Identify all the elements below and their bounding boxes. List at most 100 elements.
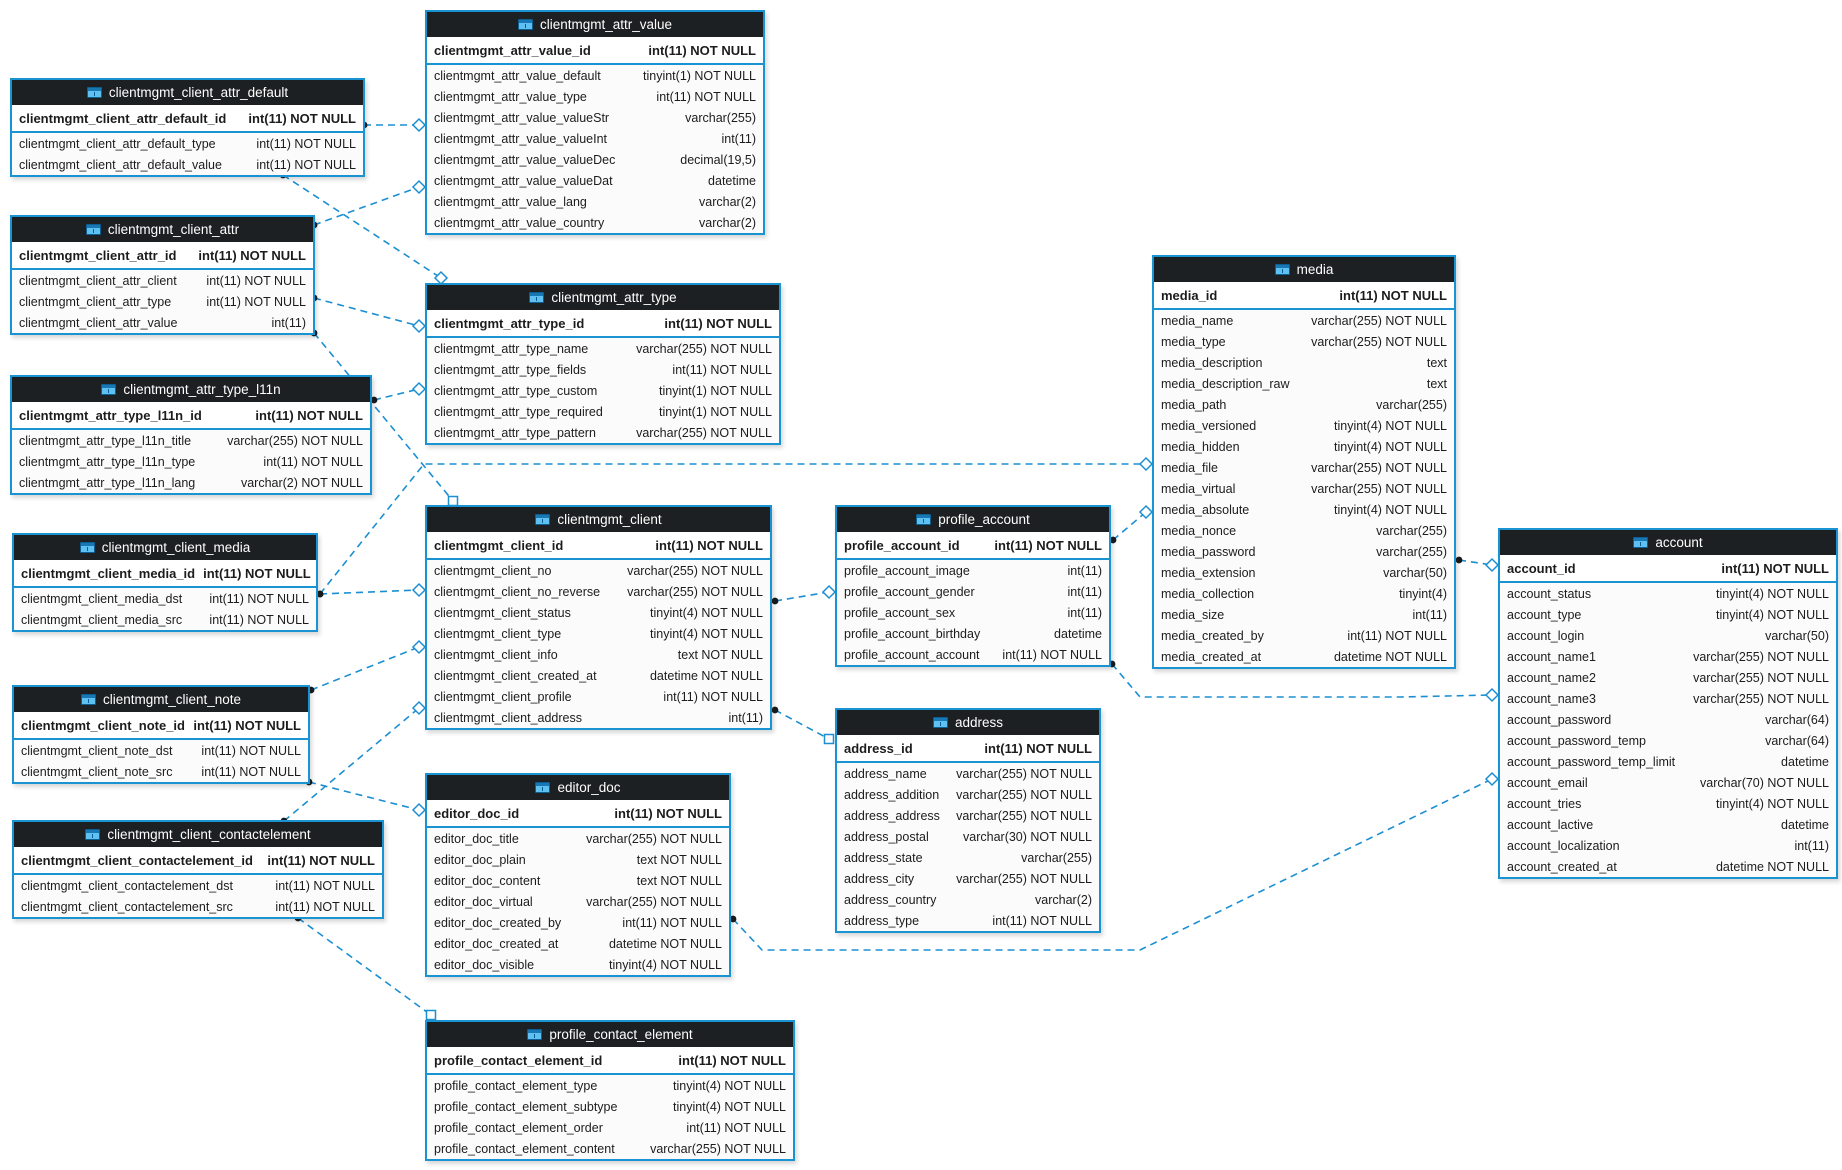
table-header[interactable]: media: [1154, 257, 1454, 282]
table-header[interactable]: clientmgmt_client_attr: [12, 217, 313, 242]
table-header[interactable]: clientmgmt_client: [427, 507, 770, 532]
table-header[interactable]: clientmgmt_attr_type_l11n: [12, 377, 370, 402]
table-header[interactable]: profile_account: [837, 507, 1109, 532]
relationship-line-clientmgmt_client_note--clientmgmt_client[interactable]: [310, 646, 420, 691]
relationship-line-clientmgmt_client_attr_default--clientmgmt_attr_type[interactable]: [282, 174, 442, 279]
relationship-line-profile_account--account[interactable]: [1111, 663, 1493, 698]
relationship-line-clientmgmt_attr_type_l11n--clientmgmt_attr_type[interactable]: [373, 388, 420, 401]
relationship-line-clientmgmt_client_attr--clientmgmt_attr_value[interactable]: [313, 186, 420, 226]
table-header[interactable]: clientmgmt_attr_type: [427, 285, 779, 310]
table-header[interactable]: profile_contact_element: [427, 1022, 793, 1047]
table-header[interactable]: clientmgmt_client_note: [14, 687, 308, 712]
relationship-line-clientmgmt_client_attr--clientmgmt_client[interactable]: [313, 332, 454, 502]
table-header[interactable]: address: [837, 710, 1099, 735]
relationship-line-clientmgmt_client_contactelement--profile_contact_element[interactable]: [297, 917, 432, 1016]
relationship-line-profile_account--media[interactable]: [1112, 511, 1147, 541]
table-header[interactable]: clientmgmt_client_contactelement: [14, 822, 382, 847]
relationship-line-clientmgmt_client_attr--clientmgmt_attr_type[interactable]: [313, 297, 420, 327]
relationship-line-clientmgmt_client_contactelement--clientmgmt_client[interactable]: [283, 707, 420, 822]
table-header[interactable]: account: [1500, 530, 1836, 555]
table-header[interactable]: clientmgmt_client_media: [14, 535, 316, 560]
relationship-line-clientmgmt_client--address[interactable]: [774, 709, 830, 740]
